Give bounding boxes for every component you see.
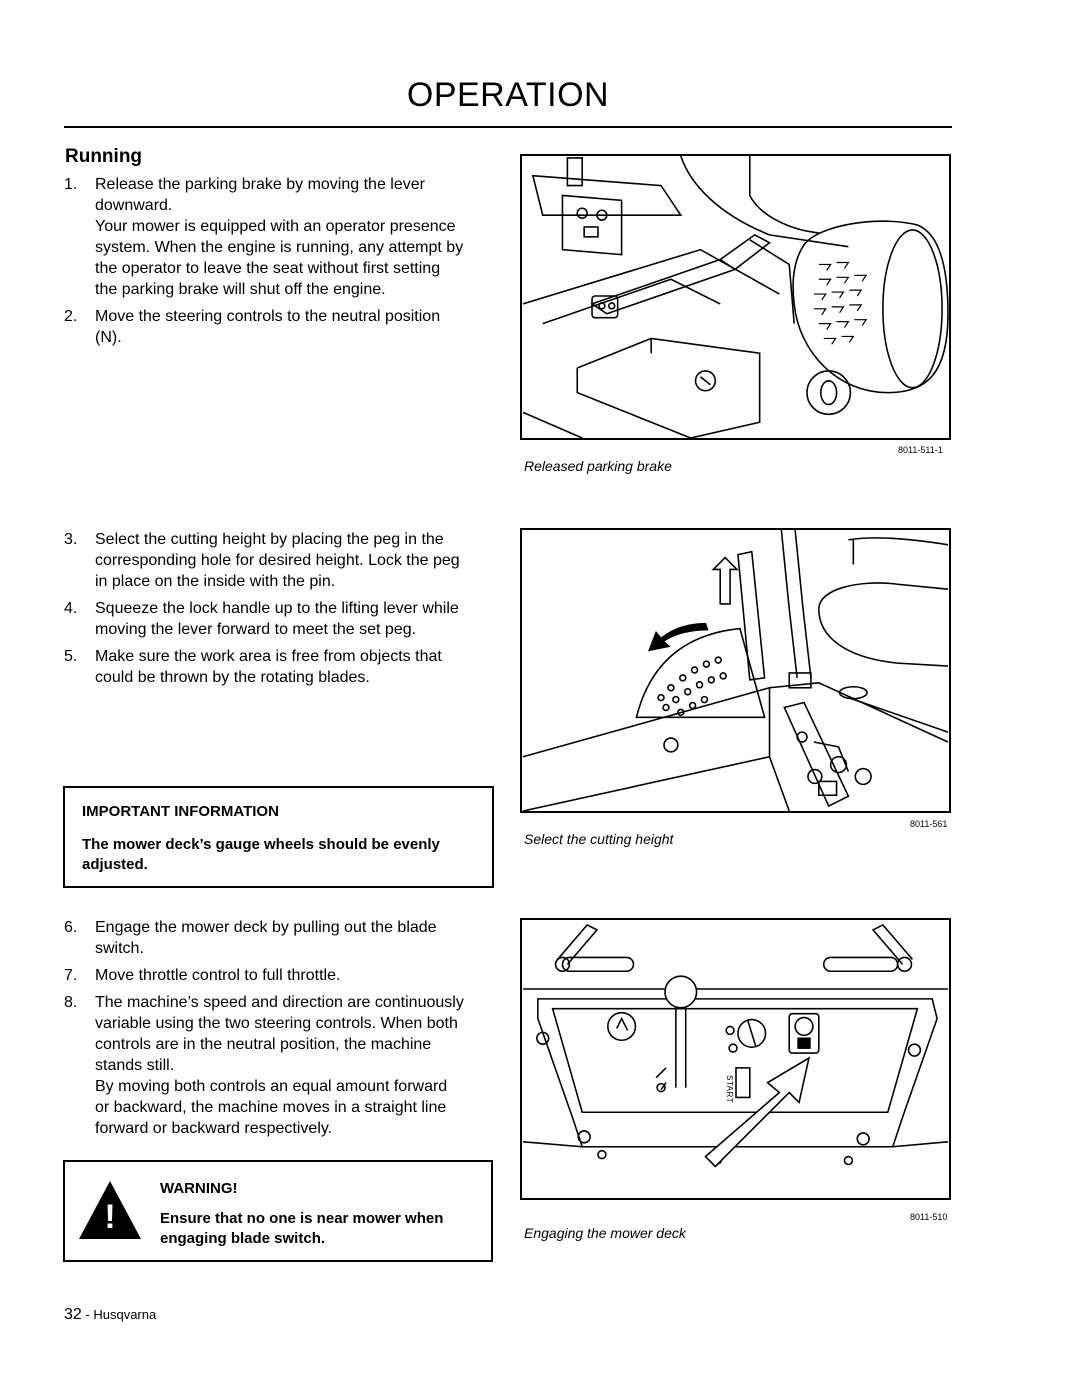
mower-deck-illustration — [522, 923, 949, 1168]
figure-released-parking-brake — [520, 154, 951, 440]
important-information-box: IMPORTANT INFORMATION The mower deck’s g… — [63, 786, 494, 888]
header-divider — [64, 126, 952, 128]
step-item: 6. Engage the mower deck by pulling out t… — [64, 917, 464, 959]
step-text: Your mower is equipped with an operator … — [95, 218, 464, 298]
step-number: 4. — [64, 600, 78, 617]
step-item: 3. Select the cutting height by placing t… — [64, 529, 469, 592]
step-text: Squeeze the lock handle up to the liftin… — [95, 600, 459, 638]
page-footer: 32 - Husqvarna — [64, 1306, 156, 1324]
step-text: Move throttle control to full throttle. — [95, 967, 341, 984]
step-number: 6. — [64, 919, 78, 936]
step-text: The machine’s speed and direction are co… — [95, 994, 464, 1074]
step-item: 4. Squeeze the lock handle up to the lift… — [64, 598, 469, 640]
page-number: 32 — [64, 1306, 82, 1323]
figure-engaging-mower-deck: START — [520, 918, 951, 1200]
step-text: By moving both controls an equal amount … — [95, 1078, 448, 1137]
step-text: Select the cutting height by placing the… — [95, 531, 460, 590]
warning-box: ! WARNING! Ensure that no one is near mo… — [63, 1160, 493, 1262]
step-number: 5. — [64, 648, 78, 665]
steps-list-3: 6. Engage the mower deck by pulling out t… — [64, 917, 464, 1145]
figure-2-code: 8011-561 — [910, 819, 948, 829]
step-number: 1. — [64, 176, 78, 193]
warning-exclamation: ! — [104, 1198, 116, 1236]
step-text: Release the parking brake by moving the … — [95, 176, 425, 214]
footer-brand: - Husqvarna — [81, 1307, 157, 1322]
steps-list-2: 3. Select the cutting height by placing t… — [64, 529, 469, 694]
warning-triangle-icon: ! — [77, 1179, 143, 1241]
figure-3-caption: Engaging the mower deck — [524, 1225, 686, 1241]
step-item: 7. Move throttle control to full throttle… — [64, 965, 464, 986]
figure-2-caption: Select the cutting height — [524, 831, 674, 847]
step-item: 2. Move the steering controls to the neut… — [64, 306, 464, 348]
parking-brake-illustration — [522, 156, 949, 438]
figure-select-cutting-height — [520, 528, 951, 813]
figure-3-code: 8011-510 — [910, 1212, 948, 1222]
figure-1-code: 8011-511-1 — [898, 445, 943, 455]
step-item: 5. Make sure the work area is free from o… — [64, 646, 469, 688]
cutting-height-illustration — [522, 530, 949, 811]
figure-1-caption: Released parking brake — [524, 458, 672, 474]
step-number: 2. — [64, 308, 78, 325]
step-number: 3. — [64, 531, 78, 548]
important-information-body: The mower deck’s gauge wheels should be … — [82, 836, 440, 873]
step-item: 8. The machine’s speed and direction are … — [64, 992, 464, 1139]
warning-title: WARNING! — [160, 1180, 238, 1197]
step-text: Move the steering controls to the neutra… — [95, 308, 441, 346]
step-number: 8. — [64, 994, 78, 1011]
step-text: Make sure the work area is free from obj… — [95, 648, 442, 686]
section-title: Running — [65, 146, 143, 167]
start-label: START — [725, 1075, 734, 1103]
important-information-title: IMPORTANT INFORMATION — [82, 803, 279, 820]
page-header-title: OPERATION — [406, 76, 610, 114]
step-number: 7. — [64, 967, 78, 984]
steps-list-1: 1. Release the parking brake by moving th… — [64, 174, 464, 354]
step-text: Engage the mower deck by pulling out the… — [95, 919, 437, 957]
step-item: 1. Release the parking brake by moving th… — [64, 174, 464, 300]
warning-body: Ensure that no one is near mower when en… — [160, 1210, 444, 1247]
